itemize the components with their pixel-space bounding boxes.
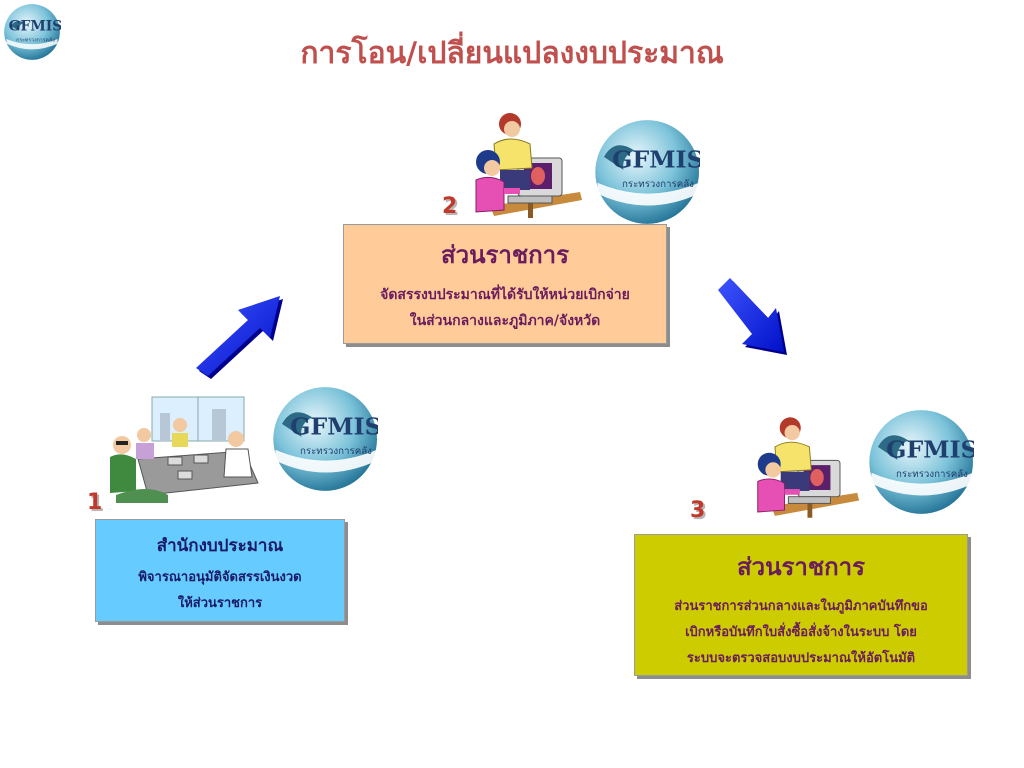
gfmis-logo-icon: GFMIS กระทรวงการคลัง <box>864 408 978 516</box>
step-1-box: สำนักงบประมาณ พิจารณาอนุมัติจัดสรรเงินงว… <box>95 519 345 622</box>
step-3-box: ส่วนราชการ ส่วนราชการส่วนกลางและในภูมิภา… <box>634 534 968 676</box>
logo-text: GFMIS <box>612 146 700 174</box>
logo-subtext: กระทรวงการคลัง <box>16 36 55 43</box>
step-number: 1 <box>87 490 103 515</box>
step-number: 2 <box>442 194 458 219</box>
people-at-computer-icon <box>752 412 862 524</box>
step-heading: ส่วนราชการ <box>440 241 570 269</box>
step-body: ส่วนราชการส่วนกลางและในภูมิภาคบันทึกขอ เ… <box>674 599 928 666</box>
gfmis-logo-icon: GFMIS กระทรวงการคลัง <box>590 118 704 226</box>
logo-subtext: กระทรวงการคลัง <box>896 469 968 480</box>
logo-text: GFMIS <box>886 436 974 464</box>
logo-subtext: กระทรวงการคลัง <box>622 179 694 190</box>
logo-text: GFMIS <box>290 413 378 441</box>
logo-text: GFMIS <box>9 18 61 34</box>
step-body: พิจารณาอนุมัติจัดสรรเงินงวด ให้ส่วนราชกา… <box>138 570 302 611</box>
step-heading: สำนักงบประมาณ <box>156 536 284 556</box>
step-heading: ส่วนราชการ <box>736 553 866 581</box>
gfmis-logo-icon: GFMIS กระทรวงการคลัง <box>268 385 382 493</box>
meeting-room-icon <box>108 395 266 503</box>
gfmis-logo-icon: GFMIS กระทรวงการคลัง <box>3 3 62 61</box>
step-number: 3 <box>690 498 706 523</box>
arrow-down-right-icon <box>712 274 798 358</box>
arrow-up-right-icon <box>188 290 288 382</box>
step-2-box: ส่วนราชการ จัดสรรงบประมาณที่ได้รับให้หน่… <box>343 224 667 344</box>
people-at-computer-icon <box>470 110 585 222</box>
step-body: จัดสรรงบประมาณที่ได้รับให้หน่วยเบิกจ่าย … <box>380 287 630 329</box>
logo-subtext: กระทรวงการคลัง <box>300 446 372 457</box>
page-title: การโอน/เปลี่ยนแปลงงบประมาณ <box>300 36 724 71</box>
